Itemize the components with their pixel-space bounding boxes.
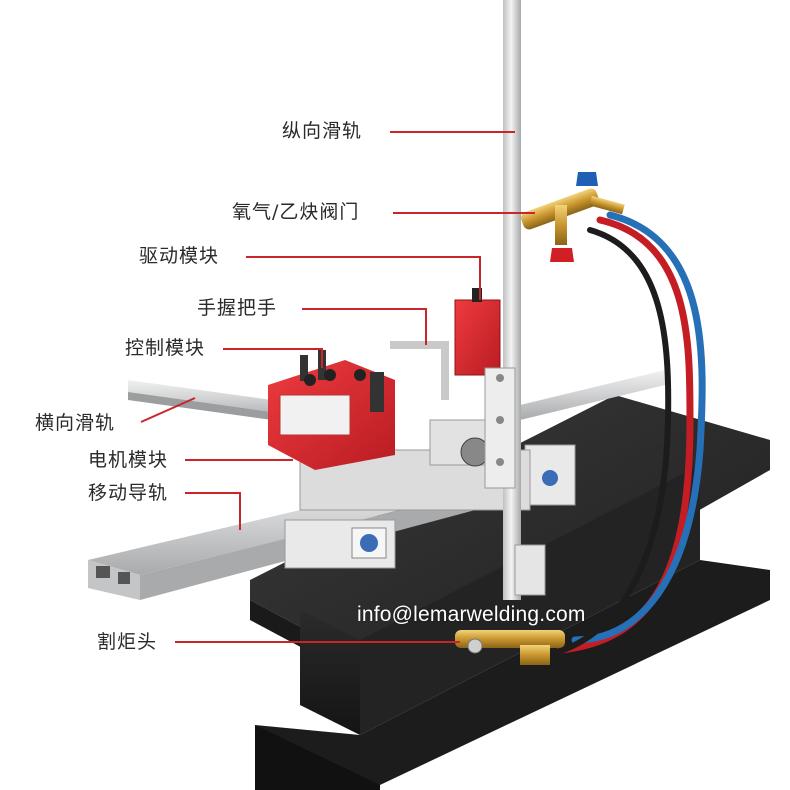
label-moving-rail: 移动导轨 (88, 482, 169, 504)
label-gas-valve: 氧气/乙炔阀门 (232, 201, 360, 223)
label-handle: 手握把手 (197, 297, 278, 319)
label-motor-module: 电机模块 (88, 449, 169, 471)
label-torch-head: 割炬头 (97, 631, 158, 653)
label-drive-module: 驱动模块 (139, 245, 220, 267)
watermark-email: info@lemarwelding.com (357, 603, 586, 626)
rail-slot (96, 566, 110, 578)
leader-horizontal-rail (140, 397, 196, 423)
label-control-module: 控制模块 (125, 337, 206, 359)
leader-control-module (223, 348, 323, 368)
handle (390, 341, 449, 400)
vertical-rail (484, 0, 546, 600)
control-module (268, 350, 395, 470)
leader-lines (140, 131, 535, 643)
leader-moving-rail (185, 492, 241, 530)
leader-drive-module (246, 256, 481, 300)
magnetic-bases (284, 444, 576, 569)
drive-module (454, 288, 501, 376)
torch-head (455, 630, 565, 665)
gas-valve (521, 172, 625, 262)
label-vertical-rail: 纵向滑轨 (282, 120, 363, 142)
leader-handle (302, 308, 427, 345)
label-horizontal-rail: 横向滑轨 (35, 412, 116, 434)
rail-slot (118, 572, 130, 584)
gas-hoses (542, 211, 706, 658)
